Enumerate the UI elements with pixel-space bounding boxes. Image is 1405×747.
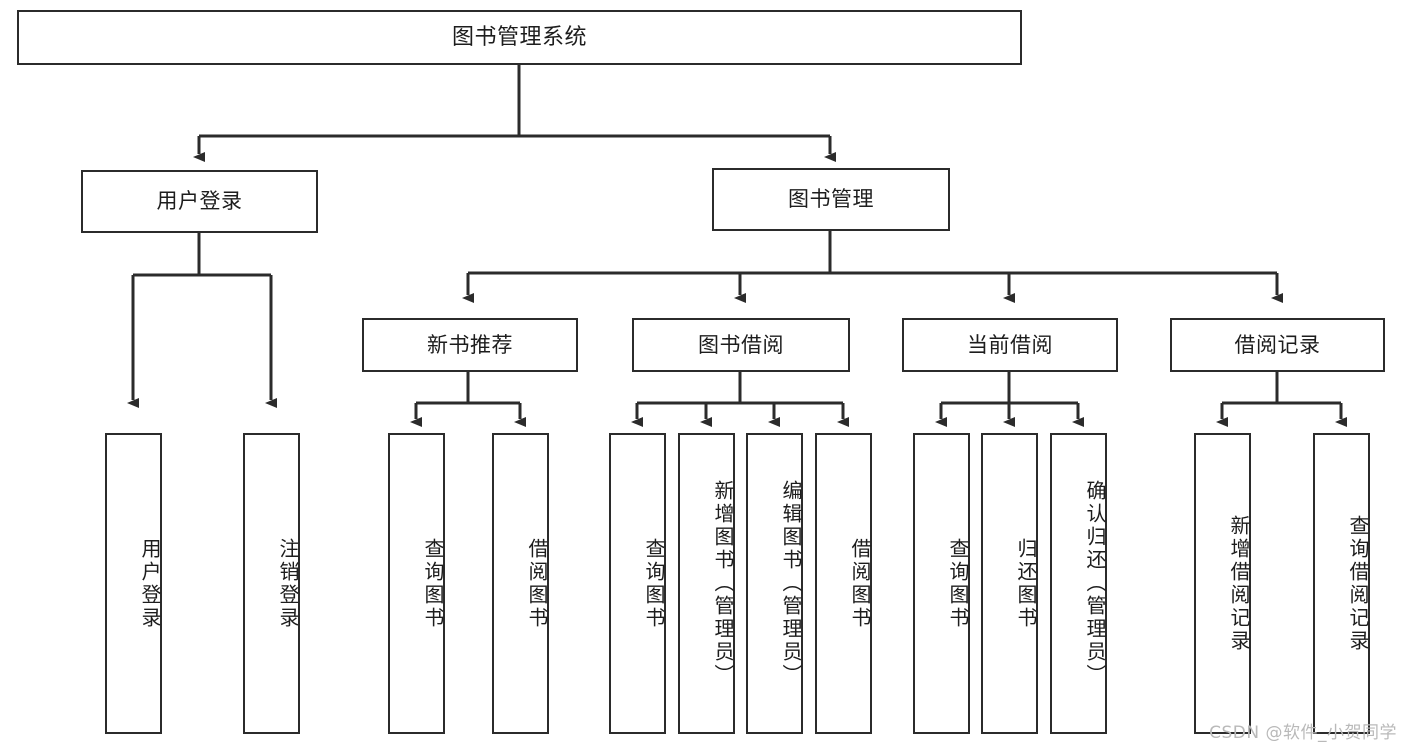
node-label: 借阅图书 [848,537,872,630]
node-book-borrow[interactable]: 图书借阅 [632,318,850,372]
node-label: 新增图书（管理员） [711,480,735,687]
node-label: 图书管理 [788,187,874,212]
leaf-query-book-current[interactable]: 查询图书 [913,433,970,734]
leaf-confirm-return-admin[interactable]: 确认归还（管理员） [1050,433,1107,734]
node-label: 用户登录 [156,189,243,214]
node-label: 用户登录 [138,537,162,630]
node-label: 归还图书 [1014,537,1038,630]
node-label: 图书管理系统 [451,24,587,50]
node-new-book-recommendation[interactable]: 新书推荐 [362,318,578,372]
node-borrow-record[interactable]: 借阅记录 [1170,318,1385,372]
node-user-login[interactable]: 用户登录 [81,170,318,233]
node-label: 查询图书 [946,537,970,630]
node-label: 当前借阅 [967,332,1053,357]
node-root-book-management-system[interactable]: 图书管理系统 [17,10,1022,65]
node-label: 查询图书 [421,537,445,630]
leaf-query-book-recommend[interactable]: 查询图书 [388,433,445,734]
leaf-edit-book-admin[interactable]: 编辑图书（管理员） [746,433,803,734]
leaf-add-book-admin[interactable]: 新增图书（管理员） [678,433,735,734]
node-label: 编辑图书（管理员） [779,480,803,687]
leaf-add-borrow-record[interactable]: 新增借阅记录 [1194,433,1251,734]
node-label: 注销登录 [276,537,300,630]
node-current-borrow[interactable]: 当前借阅 [902,318,1118,372]
leaf-logout[interactable]: 注销登录 [243,433,300,734]
node-book-management[interactable]: 图书管理 [712,168,950,231]
node-label: 借阅记录 [1234,332,1321,357]
node-label: 新增借阅记录 [1227,514,1251,653]
leaf-user-login[interactable]: 用户登录 [105,433,162,734]
node-label: 图书借阅 [698,332,784,357]
node-label: 查询图书 [642,537,666,630]
leaf-query-book-borrow[interactable]: 查询图书 [609,433,666,734]
node-label: 查询借阅记录 [1346,514,1370,653]
leaf-borrow-book-recommend[interactable]: 借阅图书 [492,433,549,734]
node-label: 借阅图书 [525,537,549,630]
leaf-return-book[interactable]: 归还图书 [981,433,1038,734]
leaf-query-borrow-record[interactable]: 查询借阅记录 [1313,433,1370,734]
node-label: 确认归还（管理员） [1083,480,1107,687]
node-label: 新书推荐 [427,332,513,357]
leaf-borrow-book[interactable]: 借阅图书 [815,433,872,734]
